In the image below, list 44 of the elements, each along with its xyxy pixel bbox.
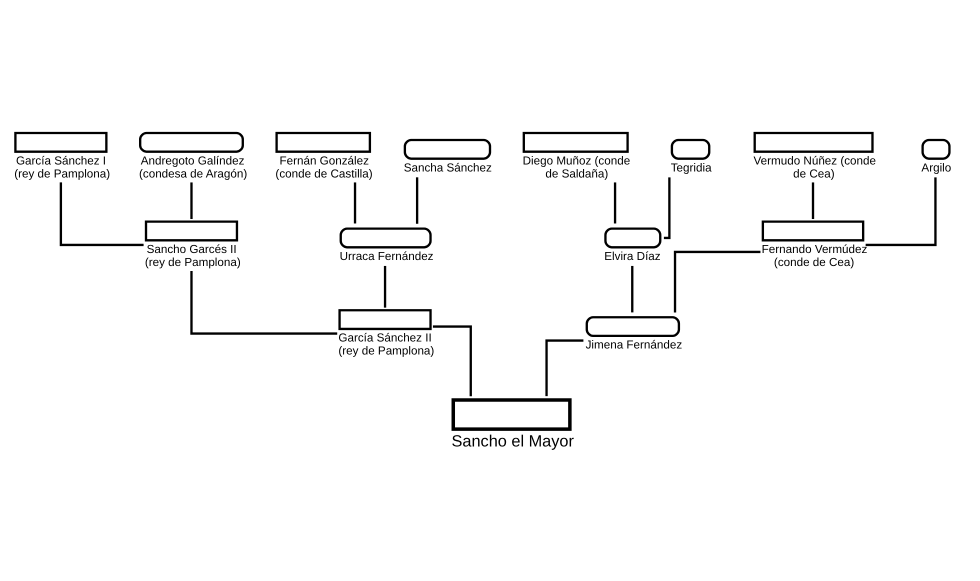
node-box [670,138,710,160]
node-box [921,138,951,160]
node-label: García Sánchez II (rey de Pamplona) [338,331,434,358]
connector [664,176,671,239]
node-label: Urraca Fernández [340,250,434,263]
connector [354,182,356,223]
node-box [340,226,432,248]
node-box [604,226,662,248]
connector [866,176,937,246]
node-box [762,220,864,241]
node-label: Andregoto Galíndez (condesa de Aragón) [139,154,248,180]
node-box [338,308,432,330]
connector [432,324,472,396]
node-label: Argilo [921,160,952,174]
node-label: Elvira Díaz [604,250,661,263]
node-label: Vermudo Núñez (conde de Cea) [754,154,876,180]
node-box [452,398,572,430]
node-box [14,131,108,152]
node-box [754,131,874,152]
connector [674,250,760,312]
node-label: Fernán González (conde de Castilla) [275,154,373,180]
node-box [586,316,680,337]
node-box [144,220,238,241]
node-label: Diego Muñoz (conde de Saldaña) [522,154,630,180]
node-label: Fernando Vermúdez (conde de Cea) [762,242,868,268]
node-box [522,131,629,152]
connector [614,182,616,223]
connector [631,265,634,312]
connector [545,338,584,396]
connector [190,270,338,334]
node-label: Sancha Sánchez [404,160,492,174]
node-label: Sancho el Mayor [452,432,574,450]
node-label: Jimena Fernández [586,338,682,352]
connector [384,265,386,308]
node-box [139,131,244,152]
connector [416,176,418,224]
connector [190,182,193,219]
node-label: Tegridia [670,160,712,174]
connector [60,182,144,246]
node-box [404,138,492,160]
node-box [275,131,372,152]
node-label: Sancho Garcés II (rey de Pamplona) [144,242,241,268]
node-label: García Sánchez I (rey de Pamplona) [14,154,110,180]
connector [812,182,814,219]
